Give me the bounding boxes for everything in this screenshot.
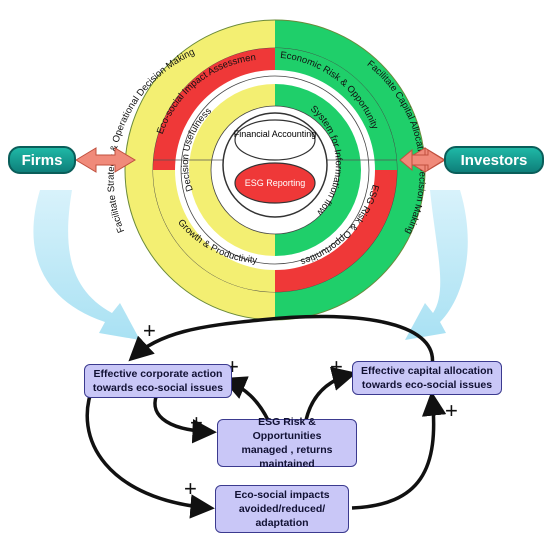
financial-accounting-label: Financial Accounting — [234, 129, 317, 139]
middle-ring-bottom-left — [153, 170, 275, 292]
arrow-impacts-to-capital — [351, 391, 447, 510]
plus-sign-top: + — [143, 318, 156, 343]
investors-flow-arrow — [405, 190, 468, 340]
middle-ring-top-left — [153, 48, 275, 170]
center-bottom-ellipse — [234, 162, 316, 204]
eco-social-impacts-box: Eco-social impacts avoided/reduced/ adap… — [215, 485, 349, 533]
firms-double-arrow — [75, 147, 136, 173]
plus-sign-capital: + — [330, 354, 343, 379]
loop-arrow-top — [128, 314, 435, 367]
center-top-ellipse — [234, 119, 316, 161]
middle-ring-top-right — [275, 48, 397, 170]
esg-reporting-label: ESG Reporting — [245, 178, 306, 188]
firms-label: Firms — [8, 146, 76, 174]
esg-managed-box: ESG Risk & Opportunities managed , retur… — [217, 416, 357, 470]
plus-sign-impacts: + — [184, 476, 197, 501]
plus-sign-esg: + — [190, 410, 203, 435]
investors-label: Investors — [444, 146, 544, 174]
firms-flow-arrow — [33, 190, 140, 340]
arrow-corporate-to-impacts — [85, 383, 215, 519]
capital-allocation-box: Effective capital allocation towards eco… — [352, 361, 502, 395]
corporate-action-box: Effective corporate action towards eco-s… — [84, 364, 232, 398]
inner-ring-left — [189, 84, 275, 256]
plus-sign-right: + — [445, 398, 458, 423]
arrow-esg-to-capital — [304, 366, 357, 421]
middle-ring-bottom-right — [275, 170, 397, 292]
inner-ring-right — [275, 84, 361, 256]
arrow-esg-to-corporate — [221, 376, 270, 421]
arrow-corporate-to-esg — [153, 391, 217, 444]
